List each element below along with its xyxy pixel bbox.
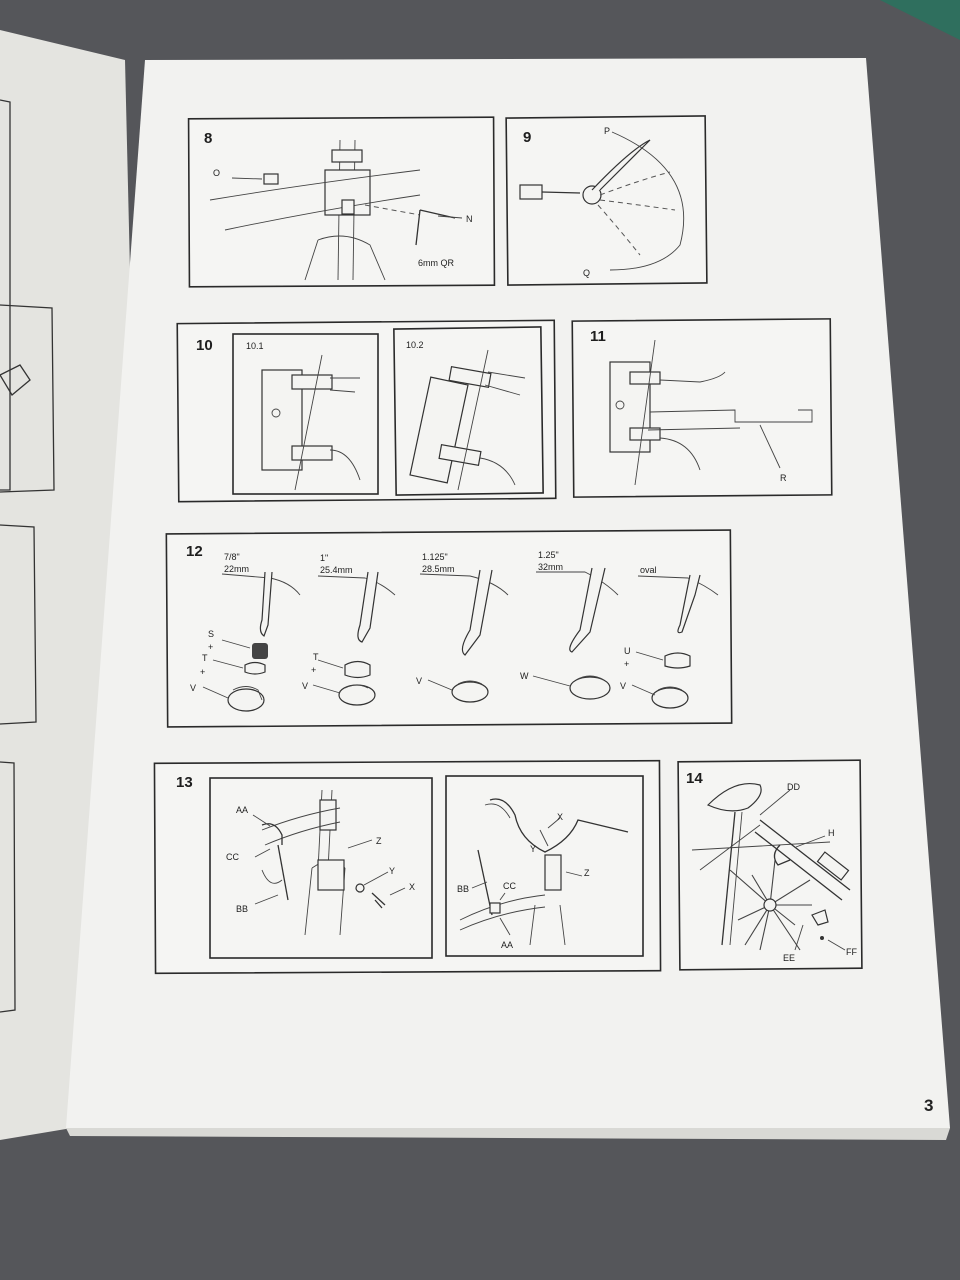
label-x-2: X — [557, 812, 563, 822]
label-r: R — [780, 473, 787, 483]
label-dd: DD — [787, 782, 800, 792]
label-bb-2: BB — [457, 884, 469, 894]
step-8-panel: 8 O N 6mm QR — [187, 116, 496, 288]
part-s-shim — [252, 643, 268, 659]
label-cc-1: CC — [226, 852, 239, 862]
size-4-mm: 32mm — [538, 562, 563, 572]
size-5-oval: oval — [640, 565, 657, 575]
plus-1: + — [208, 642, 213, 652]
label-u: U — [624, 646, 631, 656]
step-12-panel: 12 7/8" 22mm 1" 25.4mm 1.125" 28.5mm 1.2… — [165, 529, 733, 728]
label-n: N — [466, 214, 473, 224]
step-13-illustration — [252, 789, 629, 946]
step-9-illustration — [519, 131, 685, 271]
step-8-illustration — [209, 139, 463, 281]
label-s: S — [208, 629, 214, 639]
plus-4: + — [624, 659, 629, 669]
label-y-1: Y — [389, 866, 395, 876]
step-12-illustration — [202, 567, 719, 712]
label-x-1: X — [409, 882, 415, 892]
label-bb-1: BB — [236, 904, 248, 914]
step-10-illustration — [261, 349, 526, 491]
step-12-number: 12 — [186, 543, 203, 560]
label-v-1: V — [190, 683, 196, 693]
plus-2: + — [200, 667, 205, 677]
step-9-panel: 9 P Q — [505, 115, 708, 286]
label-h: H — [828, 828, 835, 838]
step-14-panel: 14 — [677, 759, 863, 971]
label-o: O — [213, 168, 220, 178]
size-1-mm: 22mm — [224, 564, 249, 574]
step-10-panel: 10 10.1 10.2 — [176, 319, 557, 503]
step-13-panel: 13 — [153, 759, 662, 975]
step-11-number: 11 — [590, 328, 606, 345]
label-t-2: T — [313, 652, 319, 662]
step-14-number: 14 — [686, 770, 703, 787]
label-cc-2: CC — [503, 881, 516, 891]
size-2-mm: 25.4mm — [320, 565, 353, 575]
label-z-2: Z — [584, 868, 590, 878]
label-v-2: V — [302, 681, 308, 691]
label-aa-2: AA — [501, 940, 513, 950]
label-q: Q — [583, 268, 590, 278]
plus-3: + — [311, 665, 316, 675]
step-10-number: 10 — [196, 337, 213, 354]
label-w: W — [520, 671, 529, 681]
size-4-inch: 1.25" — [538, 550, 559, 560]
label-z-1: Z — [376, 836, 382, 846]
label-ff: FF — [846, 947, 857, 957]
step-14-illustration — [691, 783, 851, 951]
label-ee: EE — [783, 953, 795, 963]
label-v-3: V — [416, 676, 422, 686]
step-8-number: 8 — [204, 130, 212, 147]
label-6mm-qr: 6mm QR — [418, 258, 455, 268]
label-aa-1: AA — [236, 805, 248, 815]
step-9-number: 9 — [523, 129, 531, 146]
label-y-2: Y — [530, 844, 536, 854]
step-10-2-label: 10.2 — [406, 340, 424, 350]
label-p: P — [604, 126, 610, 136]
page-number: 3 — [924, 1096, 933, 1115]
label-v-4: V — [620, 681, 626, 691]
step-11-illustration — [609, 339, 813, 486]
step-10-1-label: 10.1 — [246, 341, 264, 351]
step-11-panel: 11 R — [571, 318, 833, 498]
size-3-mm: 28.5mm — [422, 564, 455, 574]
size-2-inch: 1" — [320, 553, 328, 563]
size-3-inch: 1.125" — [422, 552, 448, 562]
step-13-number: 13 — [176, 774, 193, 791]
label-t-1: T — [202, 653, 208, 663]
size-1-inch: 7/8" — [224, 552, 240, 562]
